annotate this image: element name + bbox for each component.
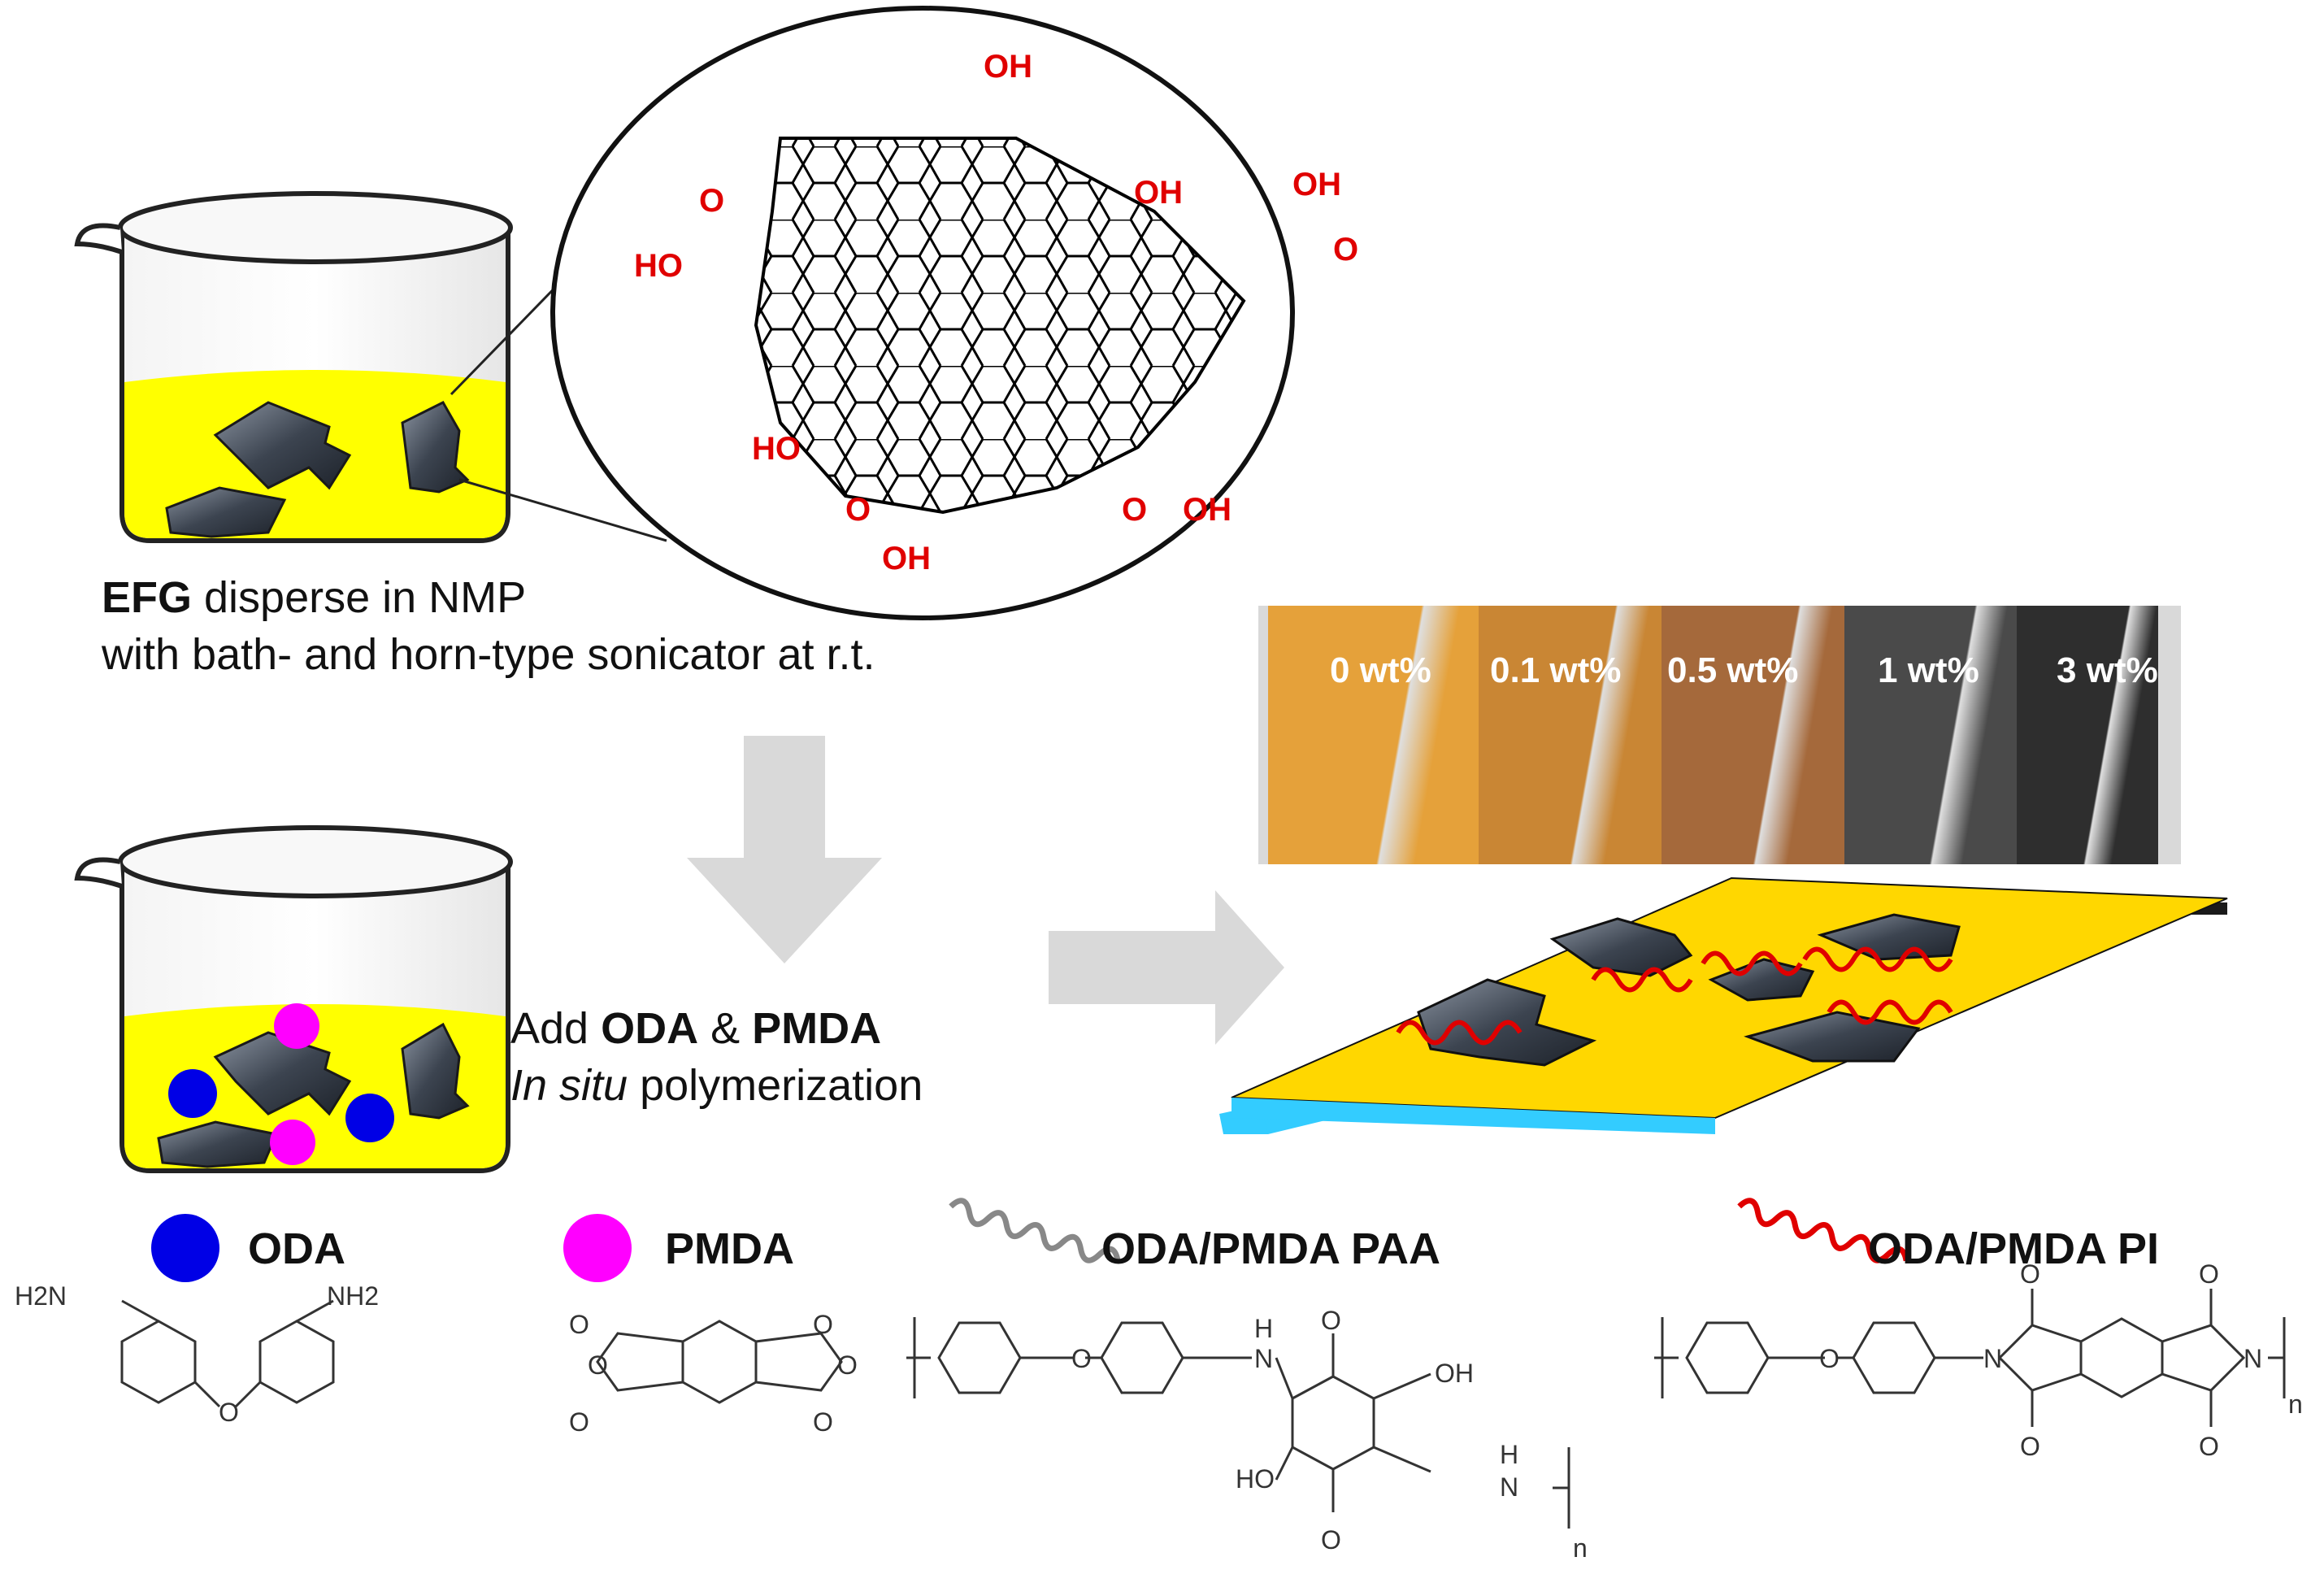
pmda-term: PMDA bbox=[752, 1004, 882, 1053]
film-swatch-1 bbox=[1479, 606, 1662, 864]
right-arrow bbox=[1049, 890, 1284, 1045]
pmda-carbonyl-o: O bbox=[813, 1407, 833, 1437]
pi-carbonyl-o: O bbox=[2199, 1259, 2219, 1289]
in-situ: In situ bbox=[510, 1061, 628, 1110]
graphene-sheet bbox=[157, 1120, 279, 1168]
pmda-carbonyl-o: O bbox=[569, 1310, 589, 1339]
step1-caption: EFG disperse in NMP with bath- and horn-… bbox=[102, 569, 875, 683]
swatch-fill bbox=[1844, 606, 2017, 864]
film-label-4: 3 wt% bbox=[2057, 650, 2158, 690]
step1-line1: disperse in NMP bbox=[192, 573, 527, 622]
film-label-1: 0.1 wt% bbox=[1490, 650, 1622, 690]
swatch-fill bbox=[1268, 606, 1479, 864]
pmda-dot bbox=[270, 1120, 315, 1165]
efg-zoom-ellipse: OH O HO OH OH O HO O OH O OH bbox=[550, 6, 1358, 620]
paa-ether-o: O bbox=[1071, 1344, 1092, 1373]
functional-groups: OH O HO OH OH O HO O OH O OH bbox=[634, 49, 1358, 576]
pi-n: N bbox=[2244, 1344, 2262, 1373]
efg-group: OH bbox=[1134, 175, 1183, 211]
paa-n: N bbox=[1254, 1344, 1273, 1373]
legend-pi-label: ODA/PMDA PI bbox=[1868, 1224, 2160, 1273]
beaker-1 bbox=[74, 191, 513, 543]
oda-dot bbox=[168, 1069, 217, 1118]
film-label-0: 0 wt% bbox=[1330, 650, 1431, 690]
oda-o: O bbox=[219, 1398, 239, 1427]
oda-term: ODA bbox=[601, 1004, 699, 1053]
paa-oh: OH bbox=[1435, 1359, 1474, 1388]
paa-carbonyl-o: O bbox=[1321, 1306, 1341, 1335]
film-swatch-2 bbox=[1662, 606, 1844, 864]
swatch-fill bbox=[1662, 606, 1844, 864]
pmda-ring-o: O bbox=[837, 1350, 858, 1380]
pi-ether-o: O bbox=[1819, 1344, 1840, 1373]
efg-group: O bbox=[1122, 492, 1147, 528]
efg-group: O bbox=[1333, 232, 1358, 267]
swatch-fill bbox=[2017, 606, 2158, 864]
oda-nh2-left: H2N bbox=[15, 1281, 67, 1311]
paa-ho: HO bbox=[1236, 1464, 1275, 1494]
legend-oda-label: ODA bbox=[248, 1224, 345, 1273]
legend-pmda-label: PMDA bbox=[665, 1224, 794, 1273]
zoom-line bbox=[458, 478, 667, 542]
legend-pmda-dot bbox=[563, 1214, 632, 1282]
amp: & bbox=[698, 1004, 753, 1053]
beaker-2 bbox=[74, 825, 513, 1173]
structure-labels: H2N NH2 O O O O O O O O H N O OH HO O H … bbox=[15, 1259, 2303, 1563]
paa-n-subscript: n bbox=[1573, 1533, 1588, 1563]
oda-dot bbox=[345, 1094, 394, 1142]
legend-paa-chain bbox=[949, 1198, 1121, 1263]
paa-h: H bbox=[1500, 1440, 1518, 1469]
graphene-sheet bbox=[1708, 958, 1815, 1002]
legend-paa-label: ODA/PMDA PAA bbox=[1101, 1224, 1440, 1273]
paa-carbonyl-o: O bbox=[1321, 1525, 1341, 1555]
pi-carbonyl-o: O bbox=[2020, 1259, 2040, 1289]
chemical-structures bbox=[120, 1289, 2286, 1529]
pi-carbonyl-o: O bbox=[2199, 1432, 2219, 1461]
efg-group: OH bbox=[882, 541, 931, 576]
swatch-fill bbox=[1479, 606, 1662, 864]
film-label-2: 0.5 wt% bbox=[1667, 650, 1799, 690]
graphene-sheet bbox=[401, 1022, 470, 1120]
pi-chains bbox=[1396, 946, 1953, 1046]
composite-film bbox=[1219, 876, 2228, 1134]
step1-line2: with bath- and horn-type sonicator at r.… bbox=[102, 630, 875, 679]
legend-pi-chain bbox=[1737, 1198, 1909, 1263]
pmda-carbonyl-o: O bbox=[813, 1310, 833, 1339]
down-arrow bbox=[687, 736, 882, 963]
efg-group: O bbox=[845, 492, 871, 528]
efg-group: OH bbox=[1292, 167, 1341, 202]
film-top bbox=[1231, 876, 2228, 1120]
pmda-ring-o: O bbox=[588, 1350, 608, 1380]
step2-caption: Add ODA & PMDA In situ polymerization bbox=[510, 1000, 923, 1114]
graphene-sheet bbox=[1549, 917, 1693, 977]
legend-oda-dot bbox=[151, 1214, 219, 1282]
film-photo-strip: 0 wt% 0.1 wt% 0.5 wt% 1 wt% 3 wt% bbox=[1258, 606, 2181, 864]
film-swatch-4 bbox=[2017, 606, 2158, 864]
efg-group: HO bbox=[634, 248, 683, 284]
efg-term: EFG bbox=[102, 573, 193, 622]
graphene-sheet bbox=[165, 486, 287, 538]
pmda-carbonyl-o: O bbox=[569, 1407, 589, 1437]
graphene-sheet bbox=[1744, 1011, 1921, 1063]
paa-h: H bbox=[1254, 1314, 1273, 1343]
paa-nh: N bbox=[1500, 1472, 1518, 1502]
graphene-sheet bbox=[401, 401, 470, 494]
polymerization-text: polymerization bbox=[628, 1061, 923, 1110]
pmda-dot bbox=[274, 1003, 319, 1049]
film-swatch-3 bbox=[1844, 606, 2017, 864]
film-label-3: 1 wt% bbox=[1878, 650, 1979, 690]
graphene-sheet bbox=[1817, 913, 1961, 961]
film-swatch-0 bbox=[1268, 606, 1479, 864]
pi-carbonyl-o: O bbox=[2020, 1432, 2040, 1461]
graphene-sheet bbox=[213, 401, 352, 490]
oda-nh2-right: NH2 bbox=[327, 1281, 379, 1311]
add-word: Add bbox=[510, 1004, 602, 1053]
efg-group: OH bbox=[984, 49, 1032, 85]
efg-group: HO bbox=[752, 431, 801, 467]
pi-n: N bbox=[1983, 1344, 2002, 1373]
efg-group: O bbox=[699, 183, 724, 219]
efg-group: OH bbox=[1183, 492, 1232, 528]
pi-n-subscript: n bbox=[2288, 1389, 2303, 1419]
